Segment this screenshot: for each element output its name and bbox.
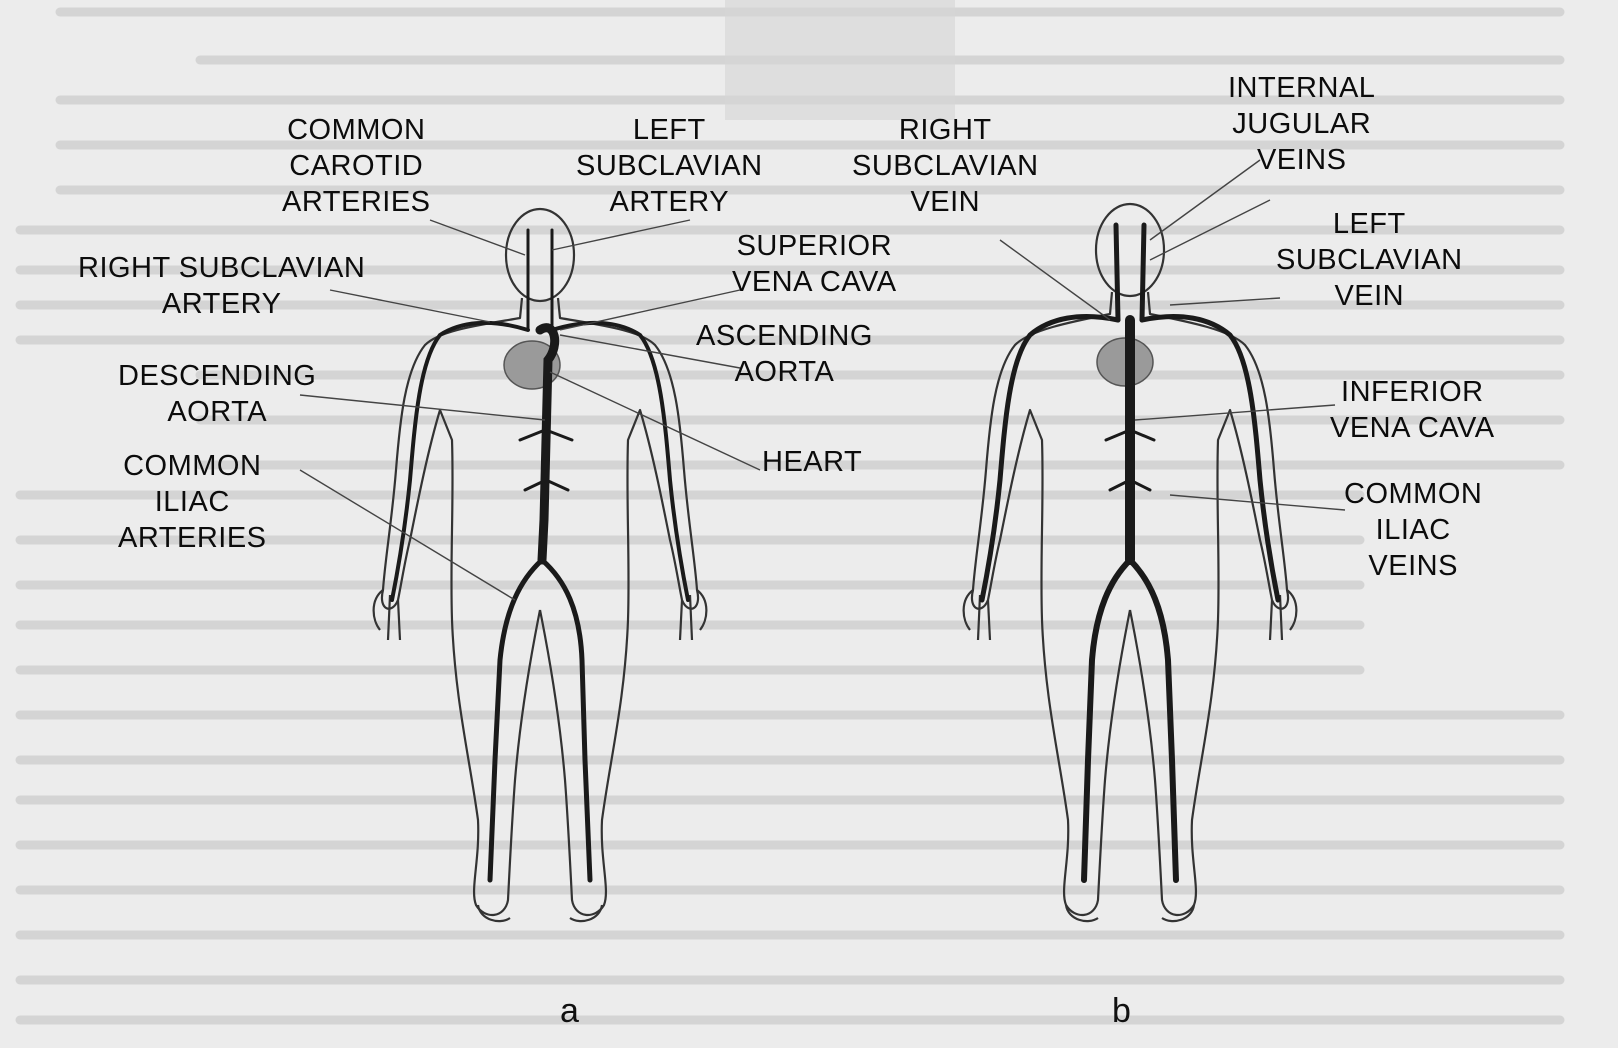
- figure-b-left-subclavian: [1142, 316, 1278, 600]
- figure-b-letter: b: [1112, 992, 1131, 1030]
- label-descending-aorta: DESCENDING AORTA: [118, 358, 316, 430]
- figure-b-head: [1096, 204, 1164, 296]
- label-heart: HEART: [762, 444, 862, 480]
- label-superior-vena-cava: SUPERIOR VENA CAVA: [732, 228, 897, 300]
- label-common-iliac-arteries: COMMON ILIAC ARTERIES: [118, 448, 267, 556]
- figure-b-iliac-right: [1130, 560, 1176, 880]
- figure-b-iliac-left: [1084, 560, 1130, 880]
- figure-b-jugular-left: [1116, 225, 1118, 320]
- label-ascending-aorta: ASCENDING AORTA: [696, 318, 873, 390]
- label-left-subclavian-vein: LEFT SUBCLAVIAN VEIN: [1276, 206, 1463, 314]
- label-left-subclavian-artery: LEFT SUBCLAVIAN ARTERY: [576, 112, 763, 220]
- label-common-carotid-arteries: COMMON CAROTID ARTERIES: [282, 112, 431, 220]
- label-internal-jugular-veins: INTERNAL JUGULAR VEINS: [1228, 70, 1375, 178]
- label-right-subclavian-vein: RIGHT SUBCLAVIAN VEIN: [852, 112, 1039, 220]
- figure-b-jugular-right: [1142, 225, 1144, 320]
- label-common-iliac-veins: COMMON ILIAC VEINS: [1344, 476, 1482, 584]
- label-right-subclavian-artery: RIGHT SUBCLAVIAN ARTERY: [78, 250, 365, 322]
- label-inferior-vena-cava: INFERIOR VENA CAVA: [1330, 374, 1495, 446]
